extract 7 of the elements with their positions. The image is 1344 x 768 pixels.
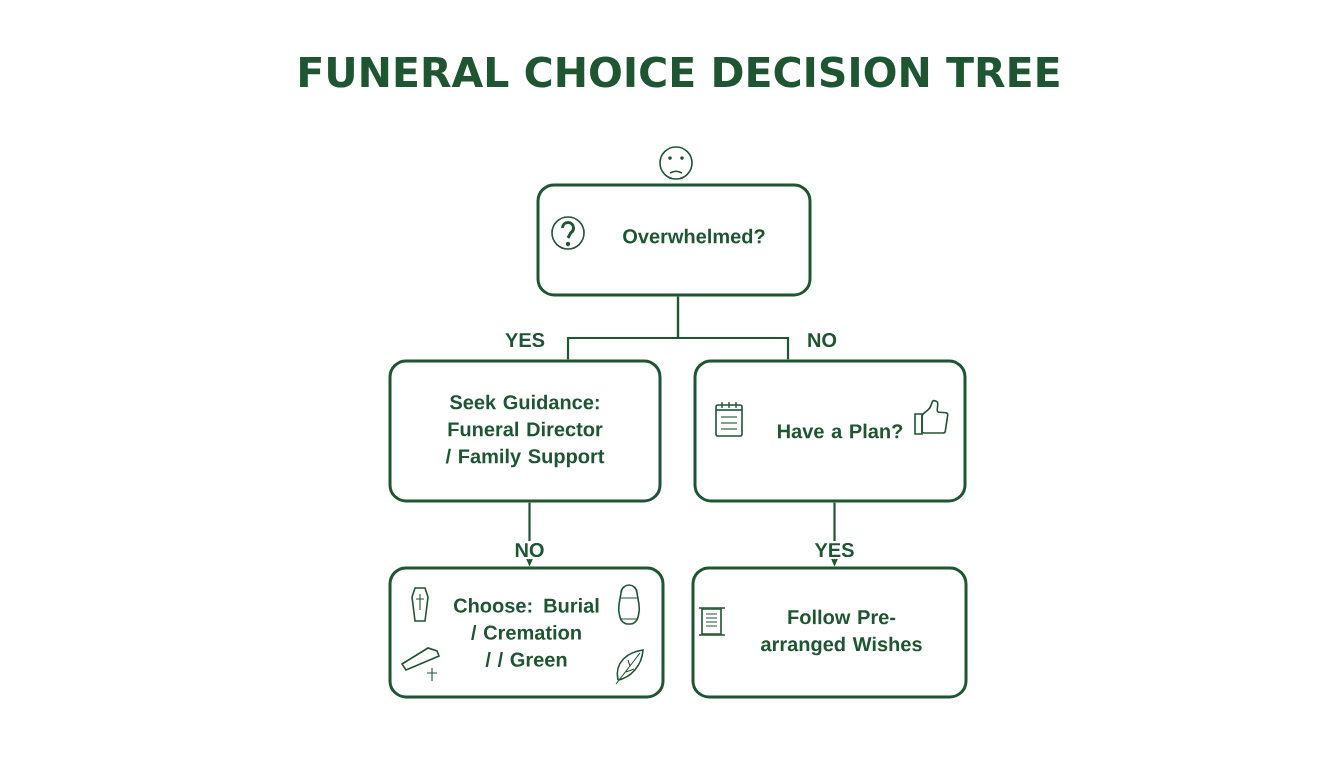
decision-box: Choose: Burial / Cremation / / Green <box>388 566 665 699</box>
decision-box: Have a Plan? <box>693 359 967 503</box>
connector-line <box>676 296 790 360</box>
decision-box: Overwhelmed? <box>536 183 812 297</box>
decision-box: Follow Pre-arranged Wishes <box>691 566 968 699</box>
decision-box: Seek Guidance: Funeral Director / Family Support <box>388 359 662 503</box>
title: FUNERAL CHOICE DECISION TREE <box>300 56 1059 88</box>
